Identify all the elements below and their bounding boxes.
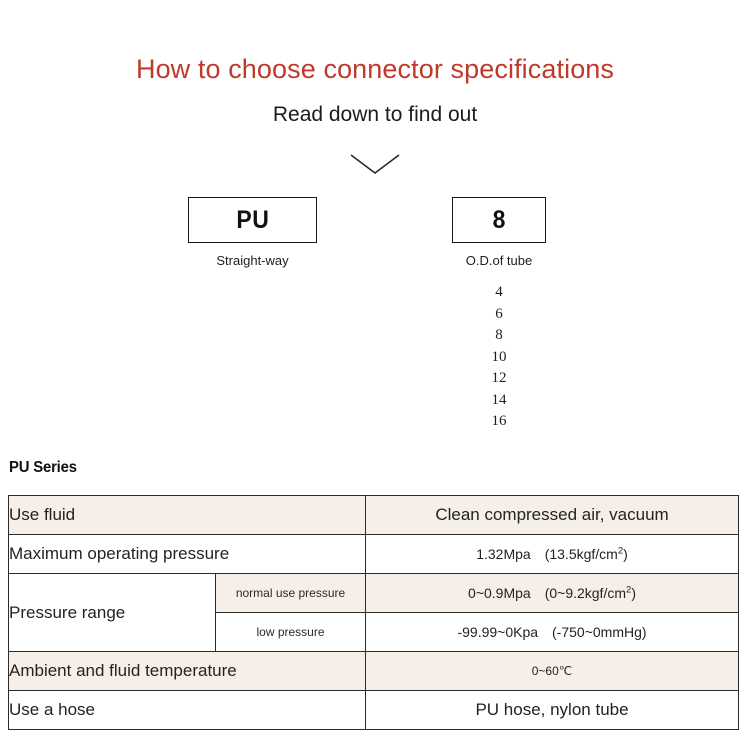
spec-label-use-a-hose: Use a hose <box>7 690 367 730</box>
chevron-down-icon <box>349 152 401 178</box>
tube-size-option[interactable]: 6 <box>495 305 503 322</box>
code-box-series[interactable]: PU <box>188 197 317 243</box>
spec-sublabel-low-pressure: low pressure <box>214 612 367 652</box>
spec-table-heading: PU Series <box>9 459 77 476</box>
spec-value-max-operating-pressure-sup: 2 <box>617 545 624 557</box>
spec-sublabel-normal-use-pressure: normal use pressure <box>214 573 367 613</box>
spec-label-pressure-range: Pressure range <box>8 573 216 652</box>
table-row: Use fluid Clean compressed air, vacuum <box>7 495 740 535</box>
spec-value-normal-use-pressure-main: 0~0.9Mpa (0~9.2kgf/cm <box>468 584 627 601</box>
code-box-tube-size-caption: O.D.of tube <box>465 253 533 268</box>
tube-size-option[interactable]: 12 <box>491 370 507 386</box>
spec-value-normal-use-pressure-tail: ) <box>631 584 636 601</box>
spec-value-normal-use-pressure-sup: 2 <box>626 584 632 596</box>
code-box-series-text: PU <box>236 205 269 234</box>
code-box-series-caption: Straight-way <box>216 253 289 268</box>
table-row: Maximum operating pressure 1.32Mpa (13.5… <box>7 534 740 574</box>
tube-size-option[interactable]: 8 <box>495 327 503 343</box>
spec-label-max-operating-pressure: Maximum operating pressure <box>7 534 367 574</box>
tube-size-option-list: 4 6 8 10 12 14 16 <box>452 282 546 433</box>
spec-value-max-operating-pressure-main: 1.32Mpa (13.5kgf/cm <box>476 545 618 562</box>
tube-size-option[interactable]: 16 <box>491 413 507 429</box>
spec-table: Use fluid Clean compressed air, vacuum M… <box>7 495 740 730</box>
spec-label-ambient-fluid-temperature: Ambient and fluid temperature <box>7 651 367 691</box>
code-box-tube-size[interactable]: 8 <box>452 197 546 243</box>
spec-value-max-operating-pressure-tail: ) <box>623 545 628 562</box>
table-row: Ambient and fluid temperature 0~60℃ <box>7 651 740 691</box>
table-row: Pressure range normal use pressure 0~0.9… <box>8 573 740 652</box>
spec-value-max-operating-pressure: 1.32Mpa (13.5kgf/cm2) <box>365 534 740 574</box>
table-row: Use a hose PU hose, nylon tube <box>7 690 740 730</box>
code-box-tube-size-text: 8 <box>492 205 506 234</box>
spec-value-normal-use-pressure: 0~0.9Mpa (0~9.2kgf/cm2) <box>365 573 740 613</box>
spec-label-use-fluid: Use fluid <box>7 495 367 535</box>
page-title: How to choose connector specifications <box>135 54 615 84</box>
page-subtitle: Read down to find out <box>272 103 478 126</box>
spec-value-use-a-hose: PU hose, nylon tube <box>365 690 740 730</box>
tube-size-option[interactable]: 4 <box>495 284 503 300</box>
spec-value-low-pressure: -99.99~0Kpa (-750~0mmHg) <box>365 612 740 652</box>
tube-size-option[interactable]: 10 <box>491 348 507 365</box>
tube-size-option[interactable]: 14 <box>491 391 507 408</box>
spec-value-use-fluid: Clean compressed air, vacuum <box>365 495 740 535</box>
spec-value-ambient-fluid-temperature: 0~60℃ <box>365 651 740 691</box>
spec-value-low-pressure-main: -99.99~0Kpa (-750~0mmHg) <box>457 623 647 640</box>
